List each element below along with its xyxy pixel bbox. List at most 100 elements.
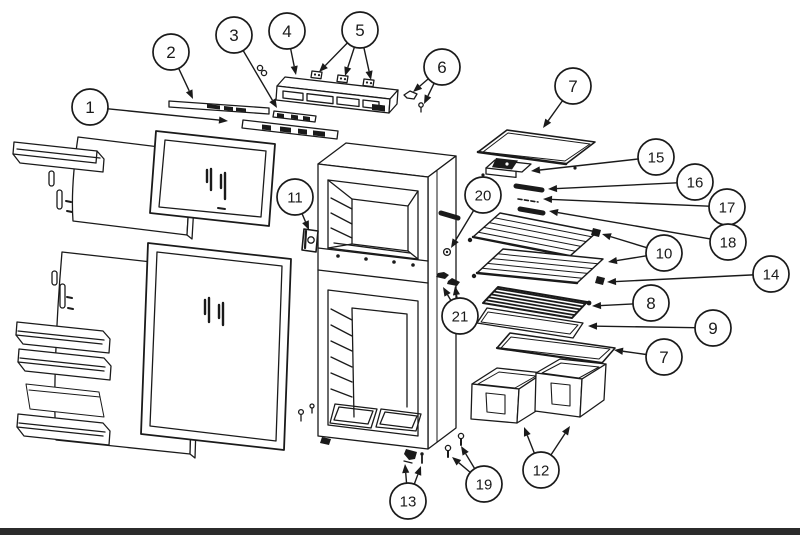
leader-line — [301, 213, 307, 222]
callout-number: 16 — [687, 174, 704, 191]
callout-3-2: 3 — [215, 16, 253, 54]
leader-arrowhead — [344, 66, 352, 76]
leader-arrowhead — [608, 257, 618, 265]
callout-number: 14 — [763, 266, 780, 283]
leader-arrowhead — [562, 426, 570, 436]
callout-circle — [676, 163, 714, 201]
leader-line — [363, 47, 370, 72]
leader-arrowhead — [543, 195, 553, 203]
leader-line — [557, 211, 711, 240]
leader-arrowhead — [549, 208, 559, 217]
leader-arrowhead — [269, 98, 277, 108]
callout-circle — [709, 223, 747, 261]
callout-number: 7 — [659, 348, 668, 367]
callout-number: 21 — [452, 308, 469, 325]
callout-21-18: 21 — [441, 297, 479, 335]
leader-line — [458, 462, 471, 473]
callout-6-5: 6 — [423, 48, 461, 86]
callout-circle — [464, 176, 502, 214]
callout-number: 10 — [656, 245, 673, 262]
callout-number: 7 — [568, 77, 577, 96]
leader-arrowhead — [413, 83, 423, 92]
callout-circle — [645, 234, 683, 272]
leader-line — [550, 433, 566, 456]
leader-arrowhead — [452, 457, 462, 466]
leader-line — [242, 50, 274, 101]
callout-1-0: 1 — [71, 88, 109, 126]
callout-circle — [268, 12, 306, 50]
bottom-border-bar — [0, 528, 800, 535]
leader-line — [465, 453, 476, 469]
callout-circle — [645, 338, 683, 376]
freezer-door-group — [12, 130, 276, 240]
callout-10-11: 10 — [645, 234, 683, 272]
callout-number: 3 — [229, 26, 238, 45]
leader-line — [289, 48, 295, 67]
bottom-hardware-group — [403, 432, 465, 464]
leader-line — [324, 42, 348, 67]
callout-number: 1 — [85, 98, 94, 117]
leader-line — [107, 108, 220, 121]
leader-line — [615, 274, 754, 283]
callout-16-8: 16 — [676, 163, 714, 201]
callout-2-1: 2 — [152, 33, 190, 71]
leader-arrowhead — [548, 184, 558, 193]
leader-arrowhead — [443, 287, 451, 297]
leader-arrowhead — [531, 166, 541, 174]
callout-12-19: 12 — [522, 451, 560, 489]
callout-13-20: 13 — [389, 482, 427, 520]
callout-circle — [341, 11, 379, 49]
leader-arrowhead — [592, 301, 602, 310]
callout-18-10: 18 — [709, 223, 747, 261]
callout-number: 8 — [646, 294, 655, 313]
leader-line — [551, 198, 710, 207]
top-rail-parts-group — [168, 64, 424, 140]
callout-circle — [694, 309, 732, 347]
leader-line — [347, 46, 356, 68]
leader-line — [427, 82, 435, 97]
callout-number: 20 — [475, 187, 492, 204]
callout-circle — [632, 284, 670, 322]
leader-line — [177, 68, 190, 92]
callout-circle — [215, 16, 253, 54]
callout-14-12: 14 — [752, 255, 790, 293]
callout-circle — [554, 67, 592, 105]
leader-arrowhead — [607, 277, 617, 286]
callout-17-9: 17 — [708, 188, 746, 226]
leader-arrowhead — [185, 89, 193, 99]
callout-11-16: 11 — [276, 178, 314, 216]
leader-line — [622, 350, 647, 356]
callout-circle — [752, 255, 790, 293]
leader-arrowhead — [602, 233, 612, 241]
leader-arrowhead — [461, 446, 469, 456]
callout-number: 9 — [708, 319, 717, 338]
leader-arrowhead — [451, 238, 459, 248]
leader-arrowhead — [614, 347, 624, 355]
callout-number: 19 — [476, 476, 493, 493]
callout-9-14: 9 — [694, 309, 732, 347]
leader-arrowhead — [588, 322, 598, 330]
leader-arrowhead — [218, 116, 228, 124]
leader-arrowhead — [302, 220, 309, 230]
callout-circle — [152, 33, 190, 71]
callout-7-15: 7 — [645, 338, 683, 376]
callout-circle — [465, 465, 503, 503]
leader-arrowhead — [543, 118, 552, 128]
fridge-door-group — [15, 242, 292, 459]
leader-line — [539, 158, 639, 171]
callout-5-4: 5 — [341, 11, 379, 49]
callout-number: 2 — [166, 43, 175, 62]
callout-number: 4 — [282, 22, 291, 41]
crisper-drawers-group — [470, 358, 607, 424]
leader-line — [600, 303, 634, 307]
shelf-stack-group — [467, 129, 616, 365]
leader-arrowhead — [452, 286, 461, 296]
callout-15-7: 15 — [637, 138, 675, 176]
callout-circle — [423, 48, 461, 86]
callout-circle — [637, 138, 675, 176]
callout-number: 11 — [287, 189, 303, 206]
